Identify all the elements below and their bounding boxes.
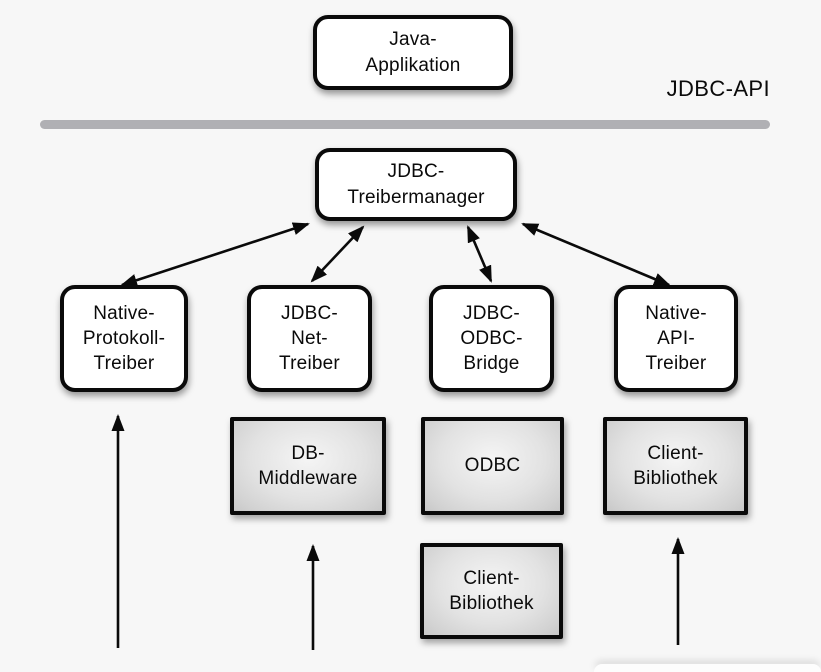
- node-native-protokoll-treiber: Native- Protokoll- Treiber: [60, 285, 188, 392]
- node-jdbc-net-treiber: JDBC- Net- Treiber: [247, 285, 372, 392]
- jdbc-api-divider-line: [40, 120, 770, 129]
- node-client-bibliothek-middle: Client- Bibliothek: [420, 543, 563, 639]
- node-odbc: ODBC: [421, 417, 564, 515]
- jdbc-api-label: JDBC-API: [666, 76, 770, 101]
- node-java-applikation: Java- Applikation: [313, 15, 513, 90]
- node-jdbc-treibermanager: JDBC- Treibermanager: [315, 148, 517, 221]
- node-client-bibliothek-right: Client- Bibliothek: [603, 417, 748, 515]
- arrow-treibermanager-jdbc-odbc: [466, 225, 493, 283]
- arrow-treibermanager-native-protokoll: [120, 222, 310, 287]
- cutoff-box-edge: [594, 664, 821, 672]
- arrow-treibermanager-jdbc-net: [310, 225, 365, 283]
- node-native-api-treiber: Native- API- Treiber: [614, 285, 738, 392]
- node-jdbc-odbc-bridge: JDBC- ODBC- Bridge: [429, 285, 554, 392]
- arrow-treibermanager-native-api: [521, 222, 671, 287]
- node-db-middleware: DB- Middleware: [230, 417, 386, 515]
